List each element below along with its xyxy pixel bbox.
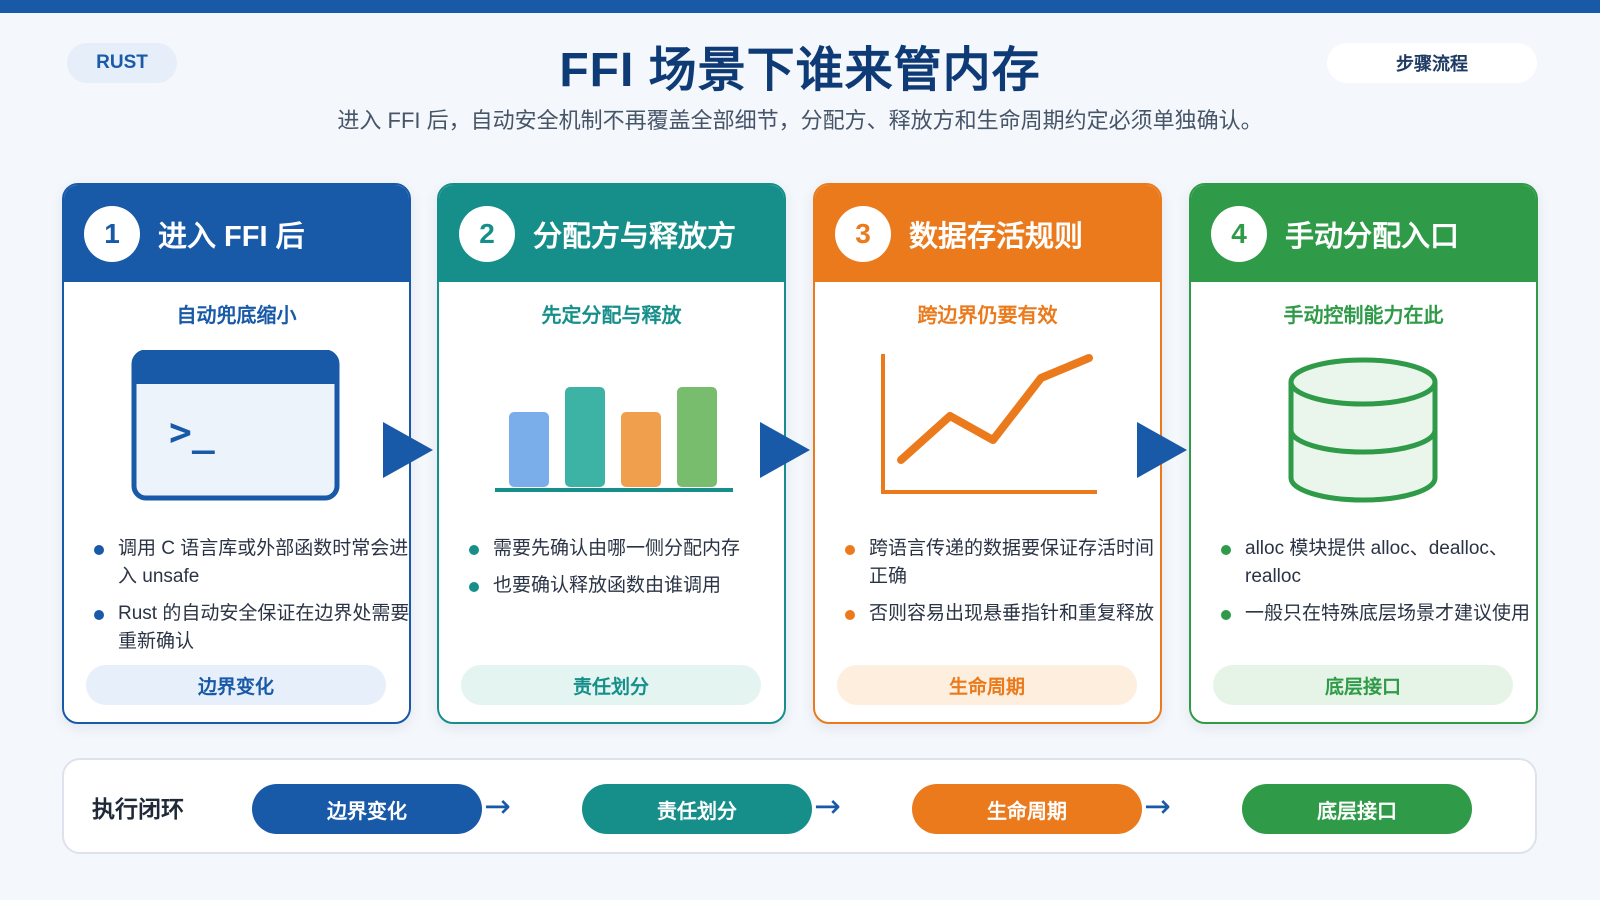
step-subtitle: 先定分配与释放 bbox=[541, 305, 682, 327]
bullet-dot bbox=[94, 545, 104, 555]
step-card-header: 1 进入 FFI 后 bbox=[64, 185, 409, 282]
terminal-window-icon: >_ bbox=[131, 350, 340, 501]
line-chart-icon bbox=[881, 354, 1097, 494]
page-subtitle: 进入 FFI 后，自动安全机制不再覆盖全部细节，分配方、释放方和生命周期约定必须… bbox=[337, 108, 1263, 133]
bullet-dot bbox=[1221, 610, 1231, 620]
database-icon bbox=[1288, 357, 1438, 503]
bullet-item: alloc 模块提供 alloc、dealloc、realloc bbox=[1219, 535, 1536, 591]
step-title: 分配方与释放方 bbox=[533, 220, 737, 253]
arrow-right-icon: → bbox=[814, 787, 841, 825]
step-number: 1 bbox=[84, 205, 140, 262]
step-subtitle: 跨边界仍要有效 bbox=[917, 305, 1058, 327]
arrow-right-icon: → bbox=[1144, 787, 1171, 825]
step-card-header: 4 手动分配入口 bbox=[1191, 185, 1536, 282]
bullet-dot bbox=[1221, 545, 1231, 555]
step-bullets: 跨语言传递的数据要保证存活时间正确 否则容易出现悬垂指针和重复释放 bbox=[843, 535, 1160, 637]
step-number: 4 bbox=[1211, 205, 1267, 262]
step-title: 数据存活规则 bbox=[909, 220, 1084, 253]
bullet-item: 跨语言传递的数据要保证存活时间正确 bbox=[843, 535, 1160, 591]
bullet-dot bbox=[469, 582, 479, 592]
bullet-item: Rust 的自动安全保证在边界处需要重新确认 bbox=[92, 600, 409, 656]
step-card-3: 3 数据存活规则 跨边界仍要有效 跨语言传递的数据要保证存活时间正确 否则容易出… bbox=[813, 183, 1162, 724]
bullet-dot bbox=[94, 610, 104, 620]
page-title: FFI 场景下谁来管内存 bbox=[559, 44, 1041, 97]
bullet-item: 一般只在特殊底层场景才建议使用 bbox=[1219, 600, 1536, 628]
bullet-dot bbox=[845, 610, 855, 620]
loop-step-1: 边界变化 bbox=[252, 784, 482, 834]
step-title: 手动分配入口 bbox=[1285, 220, 1460, 253]
step-card-4: 4 手动分配入口 手动控制能力在此 alloc 模块提供 alloc、deall… bbox=[1189, 183, 1538, 724]
bar-chart-icon bbox=[495, 387, 733, 492]
flow-arrow-icon bbox=[760, 422, 810, 478]
step-card-2: 2 分配方与释放方 先定分配与释放 需要先确认由哪一侧分配内存 也要确认释放函数… bbox=[437, 183, 786, 724]
step-tag: 边界变化 bbox=[86, 665, 386, 705]
topic-tag: RUST bbox=[67, 43, 177, 83]
loop-step-4: 底层接口 bbox=[1242, 784, 1472, 834]
step-number: 2 bbox=[459, 205, 515, 262]
step-card-1: 1 进入 FFI 后 自动兜底缩小 >_ 调用 C 语言库或外部函数时常会进入 … bbox=[62, 183, 411, 724]
step-bullets: 调用 C 语言库或外部函数时常会进入 unsafe Rust 的自动安全保证在边… bbox=[92, 535, 409, 665]
top-accent-bar bbox=[0, 0, 1600, 13]
step-bullets: 需要先确认由哪一侧分配内存 也要确认释放函数由谁调用 bbox=[467, 535, 784, 609]
step-tag: 底层接口 bbox=[1213, 665, 1513, 705]
step-title: 进入 FFI 后 bbox=[158, 220, 305, 253]
flow-arrow-icon bbox=[1137, 422, 1187, 478]
step-bullets: alloc 模块提供 alloc、dealloc、realloc 一般只在特殊底… bbox=[1219, 535, 1536, 637]
bullet-item: 否则容易出现悬垂指针和重复释放 bbox=[843, 600, 1160, 628]
step-tag: 责任划分 bbox=[461, 665, 761, 705]
arrow-right-icon: → bbox=[484, 787, 511, 825]
step-card-header: 2 分配方与释放方 bbox=[439, 185, 784, 282]
step-card-header: 3 数据存活规则 bbox=[815, 185, 1160, 282]
step-subtitle: 自动兜底缩小 bbox=[176, 305, 297, 327]
bullet-dot bbox=[469, 545, 479, 555]
loop-step-2: 责任划分 bbox=[582, 784, 812, 834]
loop-label: 执行闭环 bbox=[92, 796, 184, 822]
flow-arrow-icon bbox=[383, 422, 433, 478]
loop-step-3: 生命周期 bbox=[912, 784, 1142, 834]
step-subtitle: 手动控制能力在此 bbox=[1283, 305, 1444, 327]
bullet-dot bbox=[845, 545, 855, 555]
bullet-item: 需要先确认由哪一侧分配内存 bbox=[467, 535, 784, 563]
bullet-item: 调用 C 语言库或外部函数时常会进入 unsafe bbox=[92, 535, 409, 591]
step-tag: 生命周期 bbox=[837, 665, 1137, 705]
step-number: 3 bbox=[835, 205, 891, 262]
steps-label: 步骤流程 bbox=[1327, 43, 1537, 83]
execution-loop-panel: 执行闭环 边界变化 → 责任划分 → 生命周期 → 底层接口 bbox=[62, 758, 1537, 854]
svg-text:>_: >_ bbox=[169, 410, 215, 454]
bullet-item: 也要确认释放函数由谁调用 bbox=[467, 572, 784, 600]
